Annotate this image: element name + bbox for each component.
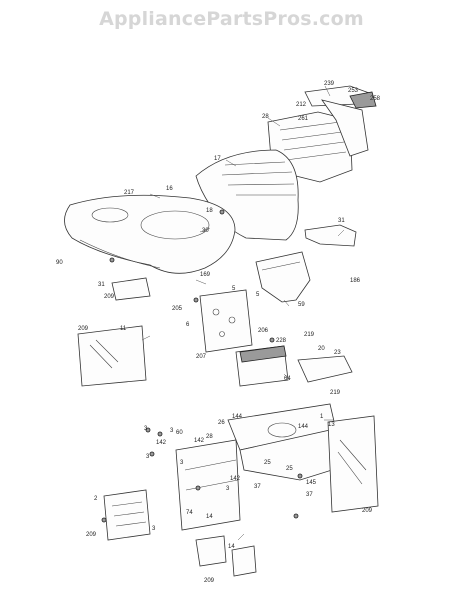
callout-5-b: 5 (256, 292, 260, 298)
fender-deck (64, 194, 236, 274)
callout-28: 28 (262, 114, 269, 120)
callout-17: 17 (214, 156, 221, 162)
callout-145: 145 (306, 480, 317, 486)
grille-assembly (267, 85, 377, 183)
lower-brackets (195, 535, 257, 577)
callout-28-b: 28 (206, 434, 213, 440)
callout-258: 258 (370, 96, 381, 102)
callout-37-a: 37 (254, 484, 261, 490)
callout-labels: 239 253 258 212 28 261 17 217 16 30 18 3… (56, 81, 381, 584)
callout-186: 186 (350, 278, 361, 284)
hardware (101, 209, 303, 523)
callout-25-b: 25 (286, 466, 293, 472)
callout-261: 261 (298, 116, 309, 122)
right-side-panel (327, 415, 379, 513)
callout-3-e: 3 (226, 486, 230, 492)
support-bracket (111, 277, 151, 301)
callout-30: 30 (202, 228, 209, 234)
callout-217: 217 (124, 190, 135, 196)
callout-3-d: 3 (180, 460, 184, 466)
callout-209-e: 209 (204, 578, 215, 584)
callout-207: 207 (196, 354, 207, 360)
callout-59: 59 (298, 302, 305, 308)
callout-37-b: 37 (306, 492, 313, 498)
callout-16: 16 (166, 186, 173, 192)
callout-1: 1 (320, 414, 324, 420)
callout-3-a: 3 (144, 426, 148, 432)
callout-219-a: 219 (304, 332, 315, 338)
dash-panel (199, 289, 253, 353)
callout-31-right: 31 (338, 218, 345, 224)
callout-3-b: 3 (170, 428, 174, 434)
callout-64: 64 (284, 376, 291, 382)
callout-142-c: 142 (230, 476, 241, 482)
watermark: AppliancePartsPros.com (99, 8, 364, 30)
callout-142-b: 142 (156, 440, 167, 446)
callout-14-a: 14 (206, 514, 213, 520)
callout-5-a: 5 (232, 286, 236, 292)
callout-219-b: 219 (330, 390, 341, 396)
callout-3-f: 3 (152, 526, 156, 532)
callout-228: 228 (276, 338, 287, 344)
callout-74: 74 (186, 510, 193, 516)
callout-11: 11 (120, 326, 127, 332)
callout-209-b: 209 (78, 326, 89, 332)
callout-169: 169 (200, 272, 211, 278)
chassis-frame (175, 403, 337, 531)
callout-209-c: 209 (86, 532, 97, 538)
callout-26-a: 26 (218, 420, 225, 426)
callout-209-a: 209 (104, 294, 115, 300)
callout-31-left: 31 (98, 282, 105, 288)
callout-90: 90 (56, 260, 63, 266)
callout-3-c: 3 (146, 454, 150, 460)
front-plate (103, 489, 151, 541)
callout-20: 20 (318, 346, 325, 352)
callout-209-d: 209 (362, 508, 373, 514)
callout-205: 205 (172, 306, 183, 312)
callout-239: 239 (324, 81, 335, 87)
callout-6: 6 (186, 322, 190, 328)
callout-206: 206 (258, 328, 269, 334)
right-bracket (304, 224, 357, 247)
callout-14-b: 14 (228, 544, 235, 550)
callout-23: 23 (334, 350, 341, 356)
battery-box (235, 345, 289, 387)
callout-18: 18 (206, 208, 213, 214)
callout-144-b: 144 (298, 424, 309, 430)
callout-60: 60 (176, 430, 183, 436)
callout-13: 13 (328, 422, 335, 428)
callout-2: 2 (94, 496, 98, 502)
bracket-23 (297, 355, 353, 383)
callout-25-a: 25 (264, 460, 271, 466)
callout-253: 253 (348, 88, 359, 94)
callout-142-a: 142 (194, 438, 205, 444)
callout-212: 212 (296, 102, 307, 108)
callout-144-a: 144 (232, 414, 243, 420)
left-panel (77, 325, 147, 387)
shield (255, 251, 311, 303)
leader-lines (141, 85, 345, 541)
